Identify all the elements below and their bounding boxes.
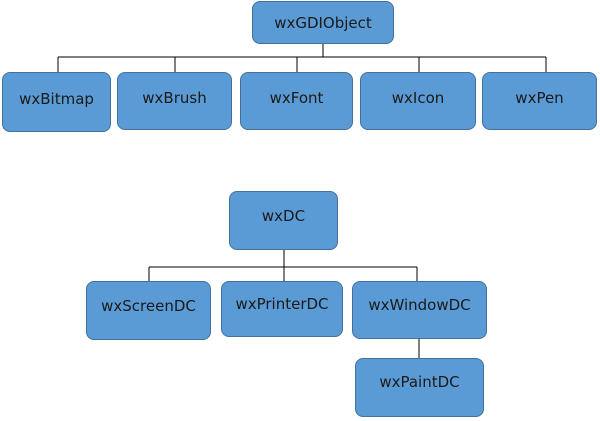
node-wxscreendc: wxScreenDC [86,281,211,340]
node-wxgdiobject: wxGDIObject [252,1,394,44]
node-label: wxWindowDC [368,296,471,314]
node-wxpen: wxPen [482,72,597,130]
node-label: wxScreenDC [101,296,196,315]
node-label: wxPrinterDC [235,295,329,313]
node-wxprinterdc: wxPrinterDC [221,281,343,337]
node-label: wxBitmap [19,90,94,108]
node-wxicon: wxIcon [360,72,476,130]
node-label: wxIcon [391,89,445,107]
node-label: wxGDIObject [274,13,372,32]
node-wxpaintdc: wxPaintDC [355,358,484,417]
node-wxfont: wxFont [240,72,353,130]
node-label: wxDC [261,206,306,225]
node-label: wxPen [515,89,564,107]
node-wxbrush: wxBrush [117,72,232,130]
node-label: wxFont [269,89,324,107]
node-label: wxBrush [142,89,207,107]
node-wxwindowdc: wxWindowDC [352,281,487,339]
node-label: wxPaintDC [379,372,460,391]
node-wxdc: wxDC [229,191,338,250]
node-wxbitmap: wxBitmap [2,72,111,132]
